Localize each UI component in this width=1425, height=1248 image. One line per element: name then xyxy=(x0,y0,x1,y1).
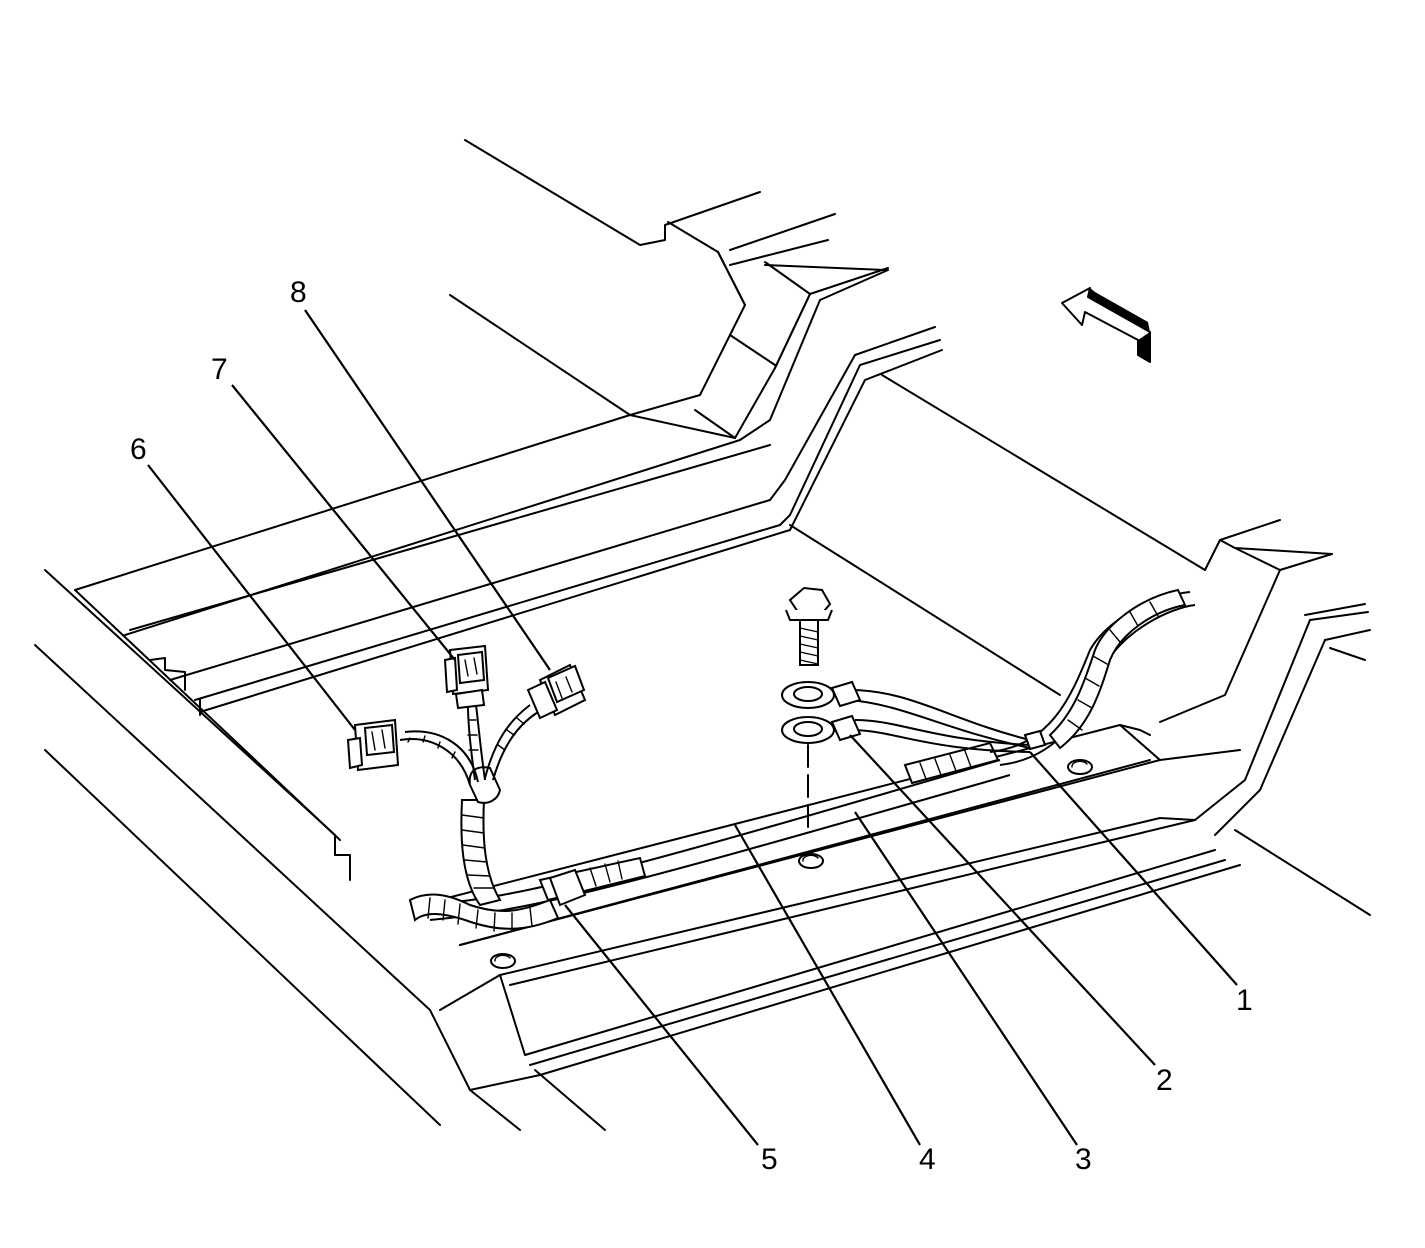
callout-1: 1 xyxy=(1236,984,1253,1017)
connector-6 xyxy=(346,718,400,772)
connector-8 xyxy=(526,663,587,720)
leader-7 xyxy=(231,384,456,661)
leader-3 xyxy=(854,811,1078,1146)
callout-labels: 1 2 3 4 5 6 7 8 xyxy=(130,276,1253,1176)
leader-1 xyxy=(1029,751,1238,986)
leader-5 xyxy=(564,904,759,1146)
floor-panel xyxy=(34,139,1371,1131)
forward-arrow-icon xyxy=(1061,287,1151,363)
leader-4 xyxy=(734,824,921,1146)
callout-7: 7 xyxy=(211,353,228,386)
leader-2 xyxy=(849,734,1156,1066)
callout-8: 8 xyxy=(290,276,307,309)
callout-5: 5 xyxy=(761,1143,778,1176)
leader-lines xyxy=(147,309,1238,1146)
callout-3: 3 xyxy=(1075,1143,1092,1176)
callout-2: 2 xyxy=(1156,1064,1173,1097)
ground-terminal-upper xyxy=(781,680,862,709)
leader-8 xyxy=(304,309,551,671)
callout-4: 4 xyxy=(919,1143,936,1176)
leader-6 xyxy=(147,464,356,731)
ground-terminal-lower xyxy=(781,714,862,744)
ground-bolt xyxy=(785,586,833,836)
wiring-harness xyxy=(399,586,1196,932)
connector-7 xyxy=(443,644,490,710)
callout-6: 6 xyxy=(130,433,147,466)
